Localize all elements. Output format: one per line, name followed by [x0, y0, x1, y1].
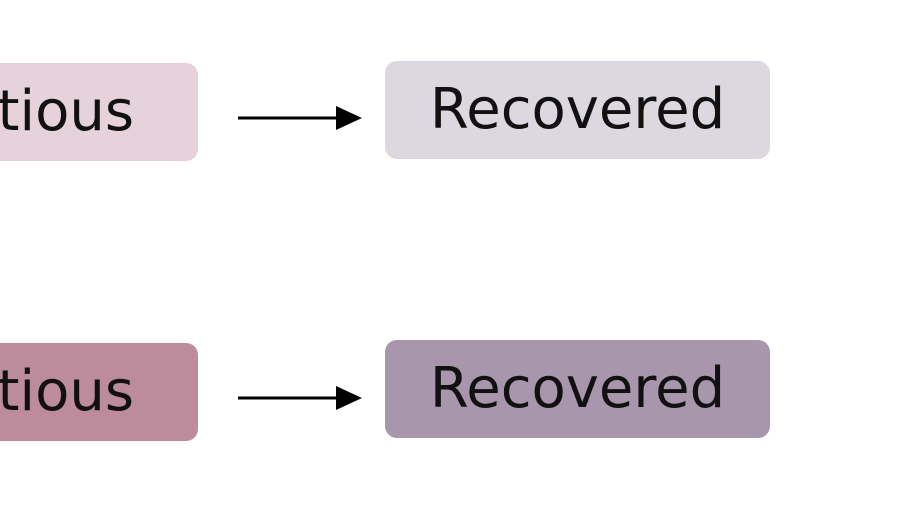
- recovered-label-top: Recovered: [429, 77, 726, 142]
- infectious-box-bottom: ctious: [0, 343, 198, 441]
- recovered-box-bottom: Recovered: [385, 340, 770, 438]
- infectious-label-bottom: ctious: [0, 359, 134, 424]
- infectious-label-top: ctious: [0, 79, 134, 144]
- infectious-box-top: ctious: [0, 63, 198, 161]
- arrow-icon-top: [238, 106, 362, 130]
- recovered-box-top: Recovered: [385, 61, 770, 159]
- arrow-icon-bottom: [238, 386, 362, 410]
- recovered-label-bottom: Recovered: [429, 356, 726, 421]
